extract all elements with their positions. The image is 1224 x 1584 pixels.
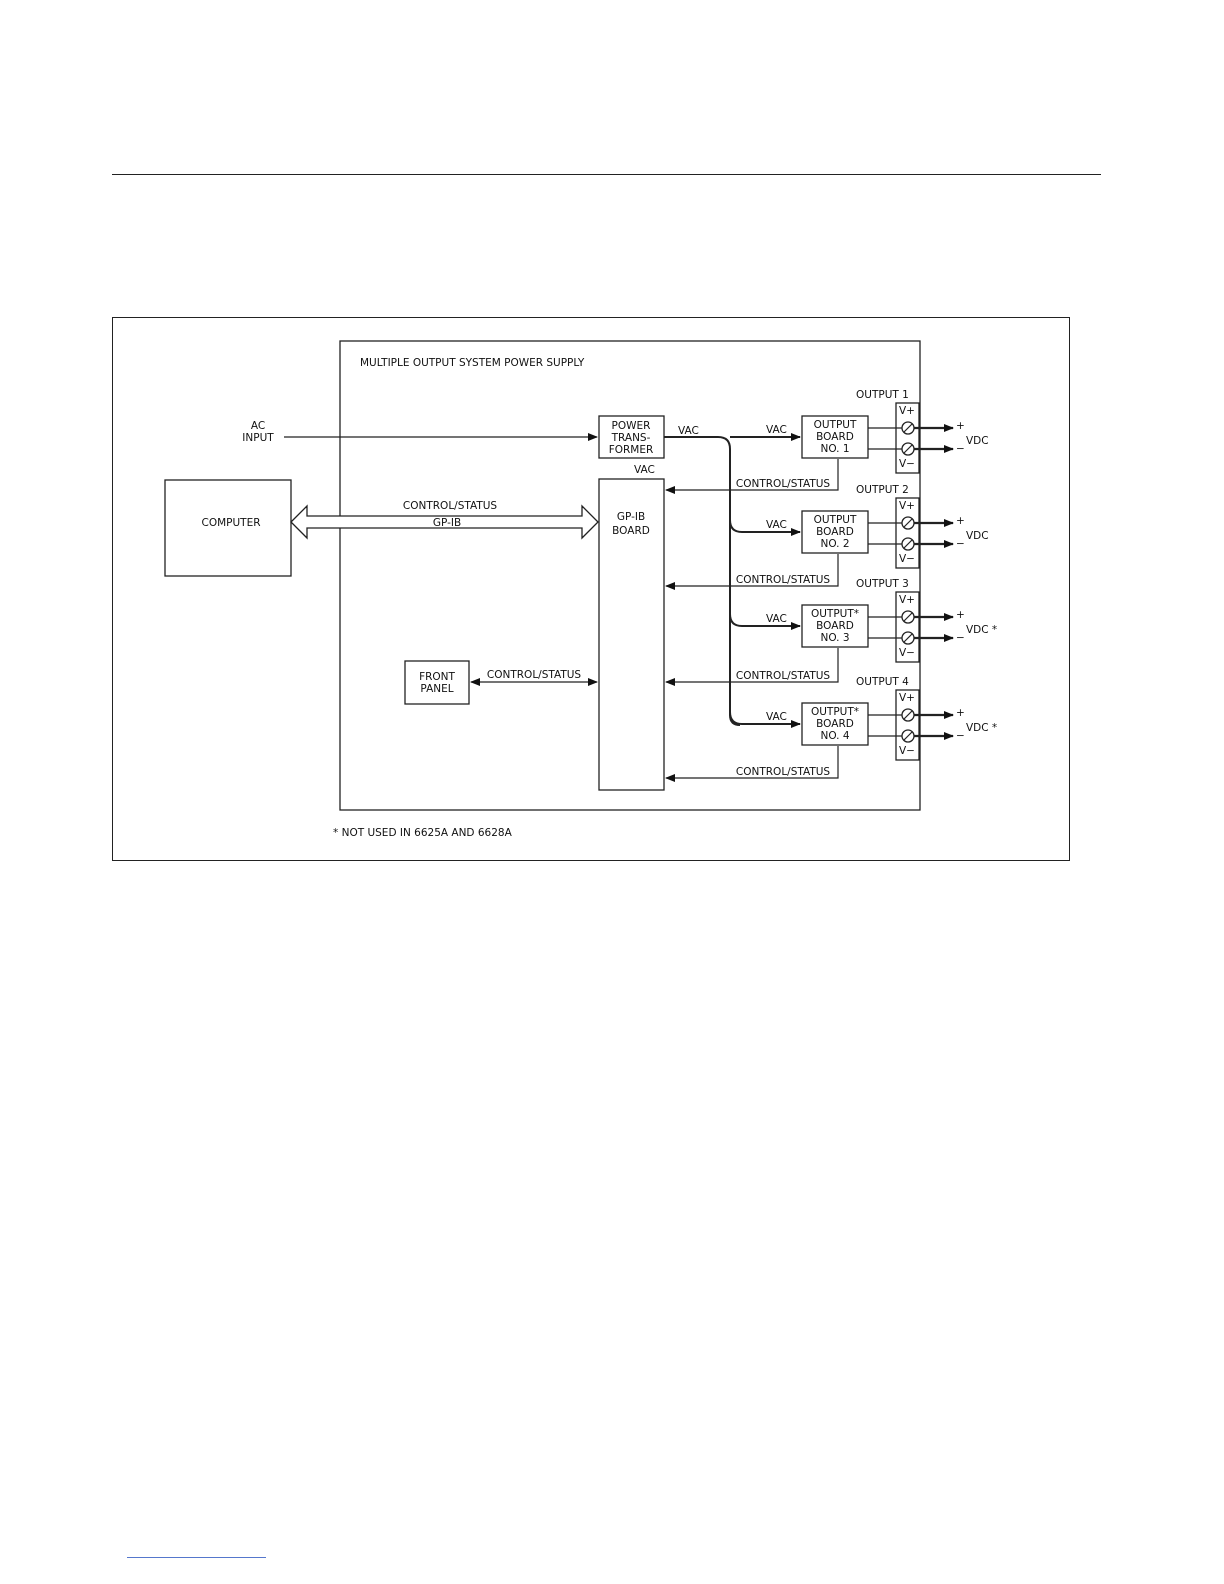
output-4-vac-feed [729, 711, 801, 728]
front-panel-label-1: FRONT [419, 671, 455, 683]
transformer-label-2: TRANS- [611, 432, 651, 444]
output-2-vac-label: VAC [766, 519, 787, 531]
output-2-control-status-line [665, 554, 839, 590]
output-4-board-label-2: BOARD [816, 718, 854, 730]
system-title: MULTIPLE OUTPUT SYSTEM POWER SUPPLY [360, 357, 585, 369]
output-1-vplus-label: V+ [899, 405, 915, 417]
bus-bottom-label: GP-IB [433, 517, 461, 529]
figure-frame [112, 317, 1070, 861]
output-1-vminus-label: V− [899, 458, 915, 470]
output-1-minus-sign: − [956, 443, 965, 455]
system-enclosure [339, 340, 921, 811]
output-4-terminal-slash-minus [903, 731, 913, 741]
output-4-board-label-1: OUTPUT* [811, 706, 859, 718]
computer-box [164, 479, 292, 577]
output-1-control-status-label: CONTROL/STATUS [736, 478, 831, 490]
output-1-board-label-3: NO. 1 [820, 443, 849, 455]
output-2-vdc-label: VDC [966, 530, 989, 542]
front-panel-label-2: PANEL [420, 683, 453, 695]
output-2-plus-sign: + [956, 515, 965, 527]
output-4-board-box [801, 702, 869, 746]
output-4-board-label-3: NO. 4 [820, 730, 849, 742]
output-4-vminus-label: V− [899, 745, 915, 757]
output-1-board-label-2: BOARD [816, 431, 854, 443]
output-2-terminal-strip [895, 497, 920, 569]
output-3-control-status-label: CONTROL/STATUS [736, 670, 831, 682]
computer-label: COMPUTER [201, 517, 260, 529]
output-3-board-label-2: BOARD [816, 620, 854, 632]
output-1-control-status-line [665, 459, 839, 494]
transformer-label-1: POWER [612, 420, 651, 432]
output-4-terminal-strip [895, 689, 920, 761]
gpib-bus-arrow [290, 504, 599, 540]
transformer-label-3: FORMER [609, 444, 654, 456]
output-4-vdc-label: VDC * [966, 722, 997, 734]
output-3-vac-feed [729, 613, 801, 630]
output-2-board-label-1: OUTPUT [814, 514, 857, 526]
vac-bus-trunk [664, 436, 741, 726]
output-4-vac-label: VAC [766, 711, 787, 723]
output-1-terminal-slash-minus [903, 444, 913, 454]
output-3-board-label-3: NO. 3 [820, 632, 849, 644]
bottom-link-underline [127, 1557, 266, 1558]
output-1-board-box [801, 415, 869, 459]
output-1-vac-label: VAC [766, 424, 787, 436]
footnote: * NOT USED IN 6625A AND 6628A [333, 827, 513, 839]
vac-label-transformer: VAC [678, 425, 699, 437]
output-2-minus-sign: − [956, 538, 965, 550]
output-4-control-status-line [665, 746, 839, 782]
output-4-header: OUTPUT 4 [856, 676, 909, 688]
output-3-terminal-strip [895, 591, 920, 663]
output-3-control-status-line [665, 648, 839, 686]
output-4-plus-sign: + [956, 707, 965, 719]
gpib-board-label-2: BOARD [612, 525, 650, 537]
output-4-vplus-label: V+ [899, 692, 915, 704]
output-4-terminal-slash-plus [903, 710, 913, 720]
output-4-control-status-label: CONTROL/STATUS [736, 766, 831, 778]
output-3-minus-sign: − [956, 632, 965, 644]
front-panel-link-label: CONTROL/STATUS [487, 669, 582, 681]
output-1-board-label-1: OUTPUT [814, 419, 857, 431]
output-2-terminal-slash-plus [903, 518, 913, 528]
output-2-vac-feed [729, 519, 801, 536]
output-3-header: OUTPUT 3 [856, 578, 909, 590]
output-2-header: OUTPUT 2 [856, 484, 909, 496]
bus-top-label: CONTROL/STATUS [403, 500, 498, 512]
output-1-terminal-slash-plus [903, 423, 913, 433]
front-panel-box [404, 660, 470, 705]
output-3-vplus-label: V+ [899, 594, 915, 606]
output-2-terminal-slash-minus [903, 539, 913, 549]
output-3-board-box [801, 604, 869, 648]
output-3-terminal-slash-minus [903, 633, 913, 643]
vac-label-above-gpib: VAC [634, 464, 655, 476]
output-4-minus-sign: − [956, 730, 965, 742]
ac-input-label-2: INPUT [242, 432, 274, 444]
gpib-board-label-1: GP-IB [617, 511, 645, 523]
output-3-board-label-1: OUTPUT* [811, 608, 859, 620]
output-3-terminal-slash-plus [903, 612, 913, 622]
output-3-vdc-label: VDC * [966, 624, 997, 636]
output-1-plus-sign: + [956, 420, 965, 432]
output-2-vplus-label: V+ [899, 500, 915, 512]
output-1-vdc-label: VDC [966, 435, 989, 447]
output-2-board-label-3: NO. 2 [820, 538, 849, 550]
page-header-rule [112, 174, 1101, 175]
output-1-header: OUTPUT 1 [856, 389, 909, 401]
output-2-control-status-label: CONTROL/STATUS [736, 574, 831, 586]
output-1-terminal-strip [895, 402, 920, 474]
ac-input-label-1: AC [251, 420, 265, 432]
output-2-board-label-2: BOARD [816, 526, 854, 538]
gpib-board-box [598, 478, 665, 791]
output-3-vminus-label: V− [899, 647, 915, 659]
output-3-plus-sign: + [956, 609, 965, 621]
output-2-board-box [801, 510, 869, 554]
output-3-vac-label: VAC [766, 613, 787, 625]
output-2-vminus-label: V− [899, 553, 915, 565]
